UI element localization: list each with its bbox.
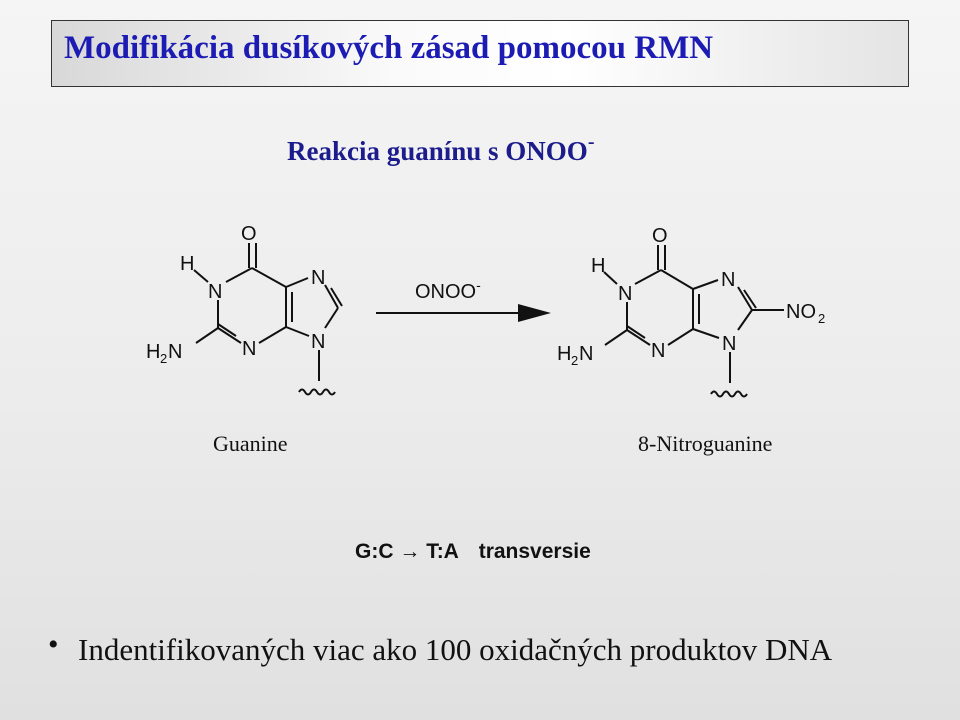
nitroguanine-amine-h-sub: 2 (571, 353, 578, 368)
reaction-arrow: ONOO- (376, 277, 551, 322)
nitro-group-sub: 2 (818, 311, 825, 326)
nitroguanine-amine-n: N (579, 343, 593, 365)
subtitle-charge: - (587, 131, 595, 153)
guanine-structure: O H N N N N H 2 N Guanine (146, 223, 343, 456)
bullet-icon: • (48, 628, 59, 661)
reagent-label: ONOO- (415, 277, 481, 303)
transversion-to: T:A (426, 540, 459, 563)
guanine-amine-n: N (168, 341, 182, 363)
transversion-label: transversie (478, 540, 591, 563)
nitroguanine-atom-o: O (652, 225, 668, 247)
guanine-atom-h: H (180, 253, 194, 275)
guanine-amine-h: H (146, 341, 160, 363)
slide-title: Modifikácia dusíkových zásad pomocou RMN (64, 30, 714, 66)
title-box (51, 20, 909, 87)
nitro-group: NO (786, 301, 816, 323)
nitroguanine-amine-h: H (557, 343, 571, 365)
nitroguanine-structure: O H N N N N H 2 N NO 2 8-Nitroguanine (557, 225, 825, 456)
guanine-atom-o: O (241, 223, 257, 245)
slide-subtitle: Reakcia guanínu s ONOO- (287, 131, 595, 167)
transversion-arrow-icon: → (399, 540, 421, 563)
arrow-head-icon (518, 304, 551, 322)
guanine-atom-n3: N (242, 338, 256, 360)
guanine-caption: Guanine (213, 431, 288, 456)
nitroguanine-atom-h: H (591, 255, 605, 277)
guanine-atom-n9: N (311, 331, 325, 353)
nitroguanine-atom-n9: N (722, 333, 736, 355)
nitroguanine-atom-n1: N (618, 283, 632, 305)
guanine-amine-h-sub: 2 (160, 351, 167, 366)
nitroguanine-atom-n7: N (721, 269, 735, 291)
transversion-line: G:C → T:A transversie (355, 540, 591, 564)
nitroguanine-atom-n3: N (651, 340, 665, 362)
subtitle-text: Reakcia guanínu s ONOO (287, 136, 588, 166)
nitroguanine-caption: 8-Nitroguanine (638, 431, 772, 456)
transversion-from: G:C (355, 540, 394, 563)
guanine-atom-n7: N (311, 267, 325, 289)
guanine-atom-n1: N (208, 281, 222, 303)
bullet-text: Indentifikovaných viac ako 100 oxidačnýc… (78, 632, 833, 667)
